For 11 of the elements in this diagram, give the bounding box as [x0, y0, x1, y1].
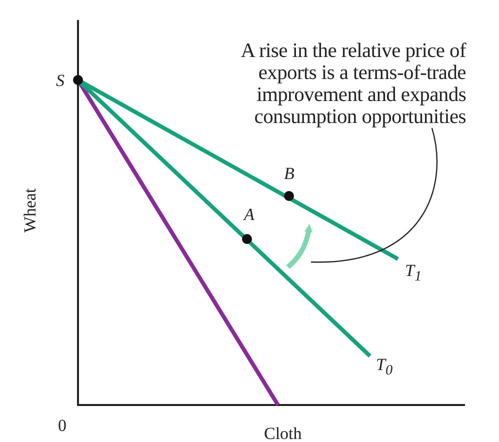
axis-label: Cloth	[264, 425, 302, 442]
annotation-text: A rise in the relative price of exports is a terms-of-trade improvement and expands consumption opportunities	[204, 40, 466, 128]
line-label: T$_{1}$	[405, 262, 422, 284]
axis-label: Wheat	[22, 188, 39, 233]
leader-line	[310, 128, 438, 263]
line-label: T$_{0}$	[376, 356, 393, 378]
origin-label: 0	[58, 417, 66, 434]
point-label: B	[284, 165, 294, 182]
curved-arrow	[286, 224, 312, 269]
point-label: A	[244, 206, 254, 223]
point-label: S	[56, 72, 64, 89]
